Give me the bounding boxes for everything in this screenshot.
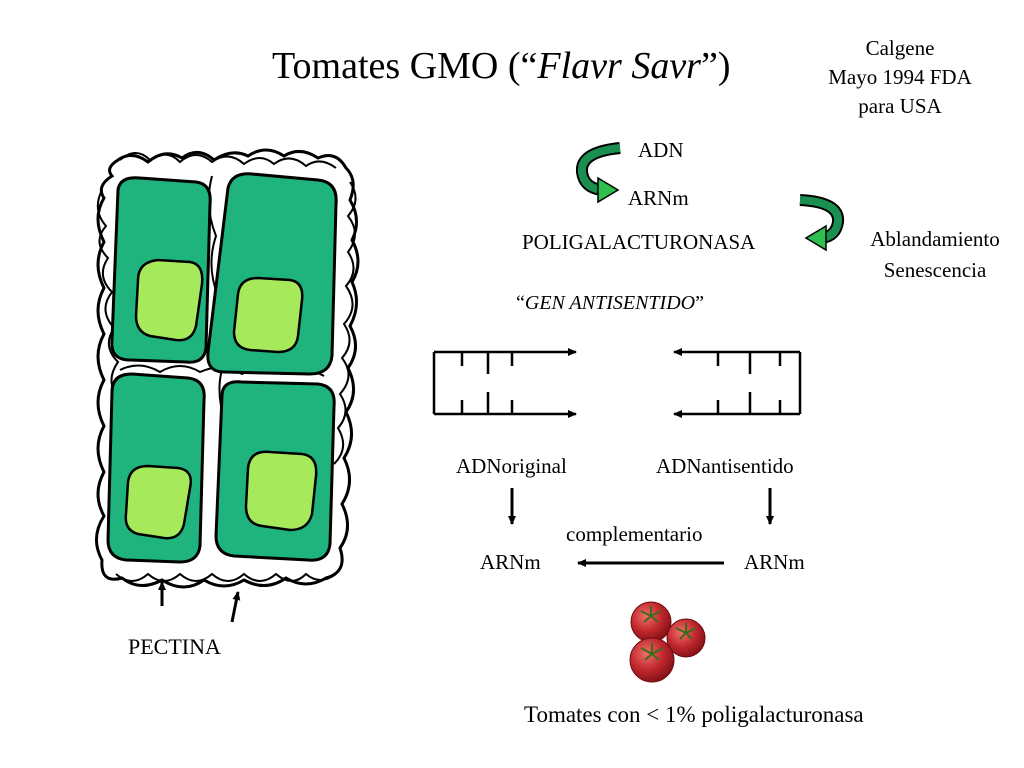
label-enzyme: POLIGALACTURONASA xyxy=(522,230,756,254)
curved-arrow-enzyme-effect xyxy=(799,194,845,252)
pectin-scribble-2 xyxy=(333,181,357,465)
note-line-country: para USA xyxy=(858,94,942,118)
effect-senescence: Senescencia xyxy=(883,258,987,282)
tomato-bottom xyxy=(629,637,675,683)
approval-note: Calgene Mayo 1994 FDA para USA xyxy=(790,34,1010,121)
curved-arrow-adn-arnm xyxy=(575,142,621,204)
pectin-arrow-right xyxy=(230,591,241,623)
tomatoes-image xyxy=(629,601,706,683)
label-complementary: complementario xyxy=(566,522,703,546)
pectin-scribble-3 xyxy=(119,152,337,169)
label-dna-original: ADNoriginal xyxy=(456,454,567,478)
label-adn: ADN xyxy=(638,138,684,162)
title-italic-name: Flavr Savr xyxy=(537,45,701,87)
label-antisense-gene: “GEN ANTISENTIDO” xyxy=(516,292,704,314)
label-effects: Ablandamiento Senescencia xyxy=(840,224,1024,286)
nucleus-bottom-left xyxy=(124,464,192,540)
tomato-top xyxy=(630,601,672,643)
nucleus-top-right xyxy=(232,276,304,354)
nucleus-bottom-right xyxy=(244,450,318,532)
result-caption: Tomates con < 1% poligalacturonasa xyxy=(524,702,864,727)
label-arnm-right: ARNm xyxy=(744,550,805,574)
nucleus-top-left xyxy=(134,258,204,342)
note-line-company: Calgene xyxy=(865,36,935,60)
dna-antisense-construct xyxy=(673,348,802,418)
page-title: Tomates GMO (“Flavr Savr”) xyxy=(272,45,731,87)
label-dna-antisense: ADNantisentido xyxy=(656,454,794,478)
label-arnm-pathway: ARNm xyxy=(628,186,689,210)
pectin-scribble-4 xyxy=(115,572,337,582)
dna-original-construct xyxy=(432,348,577,418)
label-pectin: PECTINA xyxy=(128,634,221,659)
label-arnm-left: ARNm xyxy=(480,550,541,574)
note-line-date: Mayo 1994 FDA xyxy=(828,65,972,89)
plant-cells xyxy=(95,148,360,623)
tomato-right xyxy=(666,618,706,658)
effect-softening: Ablandamiento xyxy=(870,227,1000,251)
